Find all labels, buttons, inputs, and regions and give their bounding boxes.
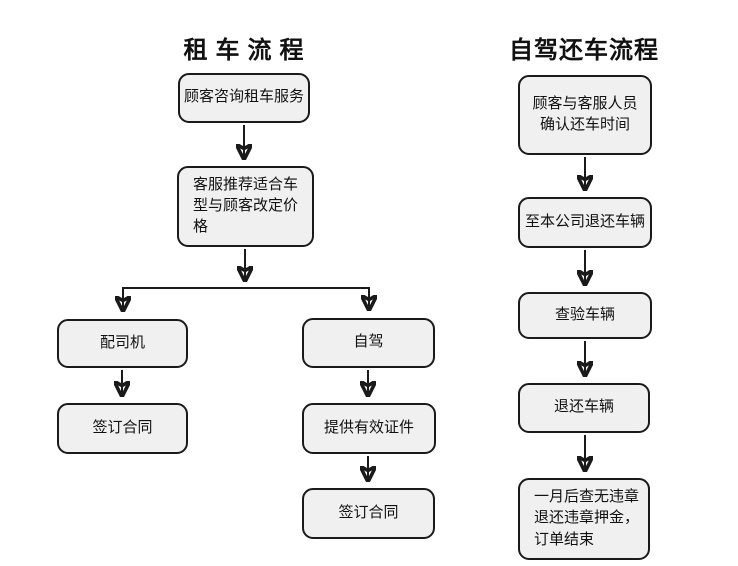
- node-label: 至本公司退还车辆: [524, 213, 645, 230]
- node-return-vehicle: 退还车辆: [518, 383, 650, 433]
- node-provide-valid-id: 提供有效证件: [302, 403, 436, 454]
- node-deposit-refund-order-end: 一月后查无违章 退还违章押金， 订单结束: [518, 478, 650, 560]
- node-sign-contract-self: 签订合同: [302, 488, 435, 539]
- node-label: 配司机: [99, 334, 145, 351]
- node-label: 客服推荐适合车 型与顾客改定价 格: [193, 176, 299, 236]
- node-inspect-vehicle: 查验车辆: [518, 292, 652, 339]
- node-label: 退还车辆: [553, 399, 614, 416]
- node-return-to-company: 至本公司退还车辆: [518, 197, 652, 248]
- node-label: 一月后查无违章 退还违章押金， 订单结束: [534, 489, 640, 548]
- right-flow-title: 自驾还车流程: [509, 38, 659, 64]
- node-with-driver: 配司机: [57, 319, 188, 368]
- node-label: 顾客咨询租车服务: [183, 89, 304, 106]
- node-sign-contract-driver: 签订合同: [57, 403, 188, 454]
- node-self-drive: 自驾: [302, 318, 435, 368]
- node-label: 顾客与客服人员 确认还车时间: [532, 95, 638, 133]
- left-flow-title: 租 车 流 程: [183, 38, 305, 64]
- node-customer-inquiry: 顾客咨询租车服务: [178, 73, 310, 123]
- node-confirm-return-time: 顾客与客服人员 确认还车时间: [518, 75, 652, 155]
- node-label: 签订合同: [92, 419, 153, 436]
- node-recommend-model-price: 客服推荐适合车 型与顾客改定价 格: [177, 166, 314, 247]
- node-label: 提供有效证件: [323, 419, 414, 436]
- node-label: 签订合同: [338, 504, 399, 521]
- node-label: 查验车辆: [554, 306, 615, 323]
- node-label: 自驾: [353, 334, 384, 351]
